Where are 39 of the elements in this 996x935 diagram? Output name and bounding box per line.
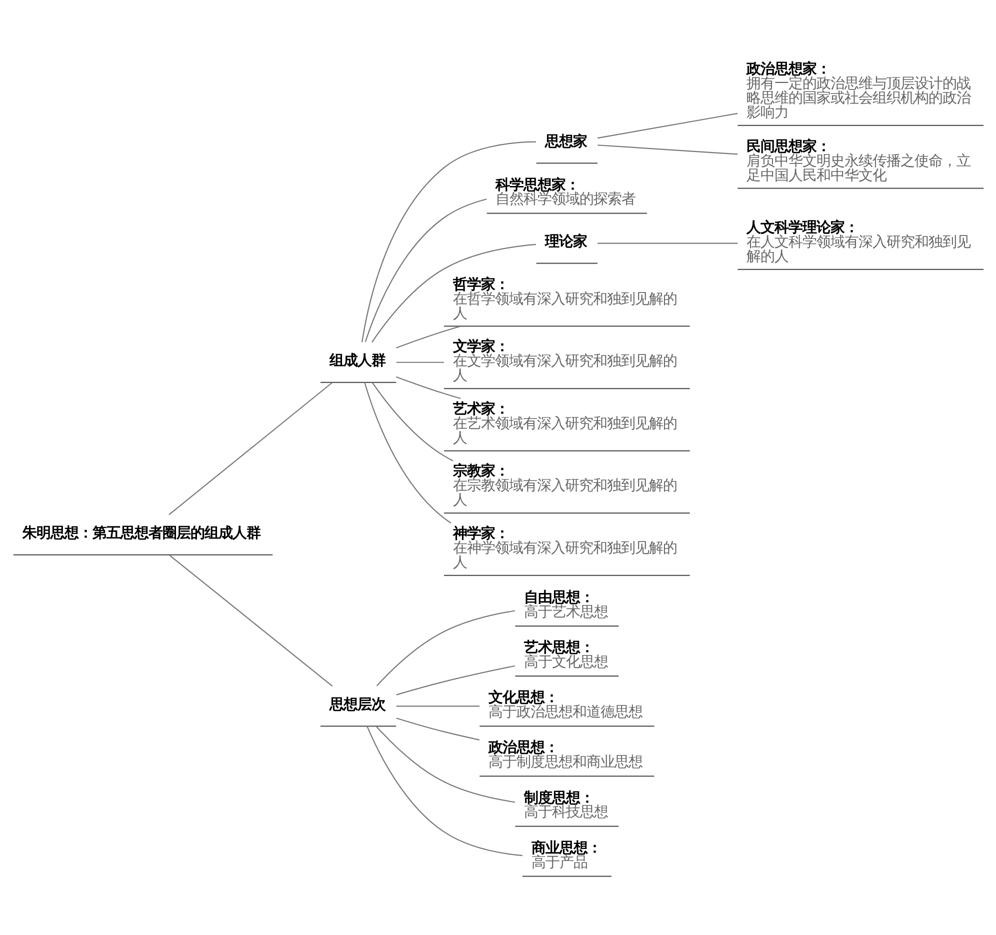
node-text: 文化思想： 高于政治思想和道德思想 <box>488 690 642 721</box>
node-text: 理论家 <box>544 234 587 250</box>
connector <box>396 718 480 740</box>
connector <box>360 141 536 342</box>
node-text: 商业思想： 高于产品 <box>530 840 601 871</box>
node-text: 政治思想： 高于制度思想和商业思想 <box>488 740 642 771</box>
node-text: 民间思想家： 肩负中华文明史永续传播之使命，立足中国人民和中华文化 <box>746 138 970 184</box>
connector <box>168 554 332 687</box>
node-text: 朱明思想：第五思想者圈层的组成人群 <box>22 525 260 542</box>
node-text: 哲学家： 在哲学领域有深入研究和独到见解的人 <box>452 276 676 322</box>
node-text: 文学家： 在文学领域有深入研究和独到见解的人 <box>452 339 676 384</box>
node-text: 思想层次 <box>328 696 385 713</box>
connector <box>597 144 738 155</box>
connector <box>396 376 460 400</box>
connector <box>364 198 486 342</box>
connector <box>371 382 453 462</box>
connector <box>597 242 738 244</box>
node-text: 思想家 <box>544 134 587 150</box>
node-text: 自由思想： 高于艺术思想 <box>524 590 608 620</box>
connector <box>364 382 451 524</box>
node-text: 人文科学理论家： 在人文科学领域有深入研究和独到见解的人 <box>746 220 970 266</box>
connector <box>168 382 332 516</box>
node-text: 神学家： 在神学领域有深入研究和独到见解的人 <box>452 526 676 571</box>
connector <box>396 326 460 348</box>
node-text: 组成人群 <box>328 353 385 370</box>
node-text: 制度思想： 高于科技思想 <box>524 790 608 821</box>
connector <box>366 726 522 856</box>
connector <box>596 112 738 139</box>
node-text: 艺术家： 在艺术领域有深入研究和独到见解的人 <box>452 401 676 446</box>
node-text: 政治思想家： 拥有一定的政治思维与顶层设计的战略思维的国家或社会组织机构的政治影响力 <box>746 62 970 121</box>
connector <box>396 665 515 696</box>
node-text: 艺术思想： 高于文化思想 <box>524 640 608 671</box>
connector <box>376 610 515 686</box>
connector <box>396 706 480 707</box>
node-text: 科学思想家： 自然科学领域的探索者 <box>495 177 636 208</box>
connector <box>396 362 444 363</box>
connector <box>375 726 515 803</box>
node-text: 宗教家： 在宗教领域有深入研究和独到见解的人 <box>452 464 676 509</box>
connector <box>371 244 536 342</box>
